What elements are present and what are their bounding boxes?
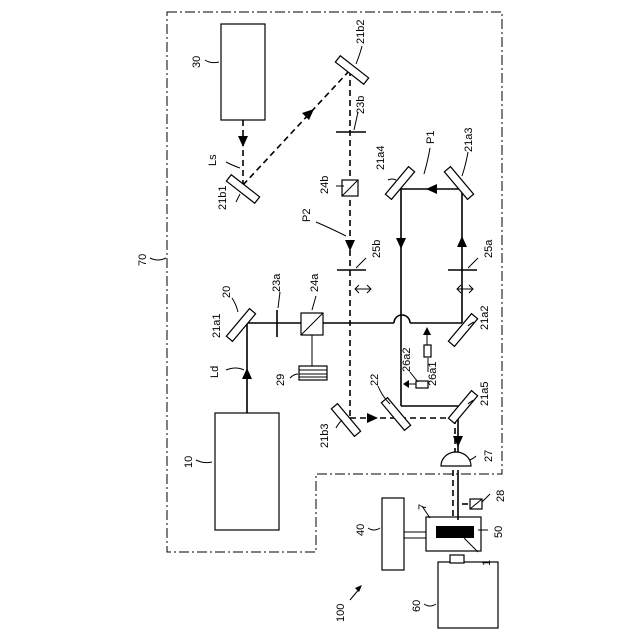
label-21b3: 21b3	[319, 424, 331, 448]
label-23b: 23b	[355, 96, 367, 114]
mirror-21a5	[448, 391, 477, 424]
leader-21b2	[356, 46, 362, 64]
label-21b2: 21b2	[355, 20, 367, 44]
mirror-20	[226, 309, 255, 342]
label-27: 27	[483, 450, 495, 462]
label-70: 70	[137, 254, 149, 266]
label-50: 50	[493, 526, 505, 538]
label-p2: P2	[301, 209, 313, 222]
beam-p1-arrow-down	[396, 238, 406, 249]
leader-26a2	[410, 372, 418, 382]
label-7: 7	[417, 504, 429, 510]
beam-p1-arrow-left	[426, 184, 437, 194]
leader-10	[196, 460, 212, 463]
det-26a1	[424, 345, 431, 357]
label-21a3: 21a3	[463, 128, 475, 152]
label-100: 100	[335, 604, 347, 622]
leader-60	[424, 604, 436, 606]
label-30: 30	[191, 56, 203, 68]
leader-30	[205, 60, 219, 63]
leader-21a4	[388, 179, 396, 180]
mirror-21b3	[331, 404, 360, 437]
beam-ls-diag-arrow	[302, 109, 314, 120]
mirror-21b1	[226, 175, 259, 203]
label-p1: P1	[425, 131, 437, 144]
label-28: 28	[495, 490, 507, 502]
beam-p1-arrow-up	[457, 236, 467, 247]
leader-28	[482, 494, 490, 502]
label-26a2: 26a2	[401, 348, 413, 372]
lens-27	[441, 452, 471, 466]
leader-p1	[424, 148, 430, 174]
leader-20	[232, 298, 238, 312]
leader-70	[150, 258, 166, 260]
beam-splitter-22	[381, 398, 410, 431]
source-30	[221, 24, 265, 120]
mirror-21a2	[448, 314, 477, 347]
laser-source-10	[215, 413, 279, 530]
sample-50	[436, 526, 474, 538]
det-26a2-arrow	[403, 380, 409, 388]
damper-29	[299, 366, 327, 380]
beam-ls-arrow	[238, 136, 248, 147]
mirror-21a3	[444, 167, 473, 200]
leader-23a	[278, 292, 280, 308]
device-40	[382, 498, 404, 570]
leader-25a	[468, 258, 478, 268]
label-23a: 23a	[271, 273, 283, 292]
beam-p2-arrow-right	[367, 413, 378, 423]
label-24b: 24b	[319, 176, 331, 194]
leader-27	[470, 456, 476, 460]
label-21a2: 21a2	[479, 306, 491, 330]
leader-100-arrow	[355, 585, 362, 592]
leader-ls	[226, 162, 240, 168]
label-1: 1	[481, 560, 493, 566]
label-60: 60	[411, 600, 423, 612]
label-20: 20	[221, 286, 233, 298]
leader-21a3	[462, 152, 468, 176]
camera-60-connector	[450, 555, 464, 563]
leader-29	[290, 374, 298, 378]
mirror-21a4	[385, 167, 414, 200]
camera-60	[438, 562, 498, 628]
label-26a1: 26a1	[427, 362, 439, 386]
label-21b1: 21b1	[217, 186, 229, 210]
label-22: 22	[369, 374, 381, 386]
label-25b: 25b	[371, 240, 383, 258]
label-ls: Ls	[207, 154, 219, 166]
beam-p2-arrow	[345, 240, 355, 251]
beam-crossover-bump	[394, 315, 410, 323]
label-24a: 24a	[309, 273, 321, 292]
label-21a5: 21a5	[479, 382, 491, 406]
leader-p2	[316, 222, 346, 236]
label-29: 29	[275, 374, 287, 386]
det-26a1-arrow	[423, 327, 431, 335]
label-10: 10	[183, 456, 195, 468]
leader-24a	[312, 296, 316, 310]
leader-21b1	[236, 194, 240, 202]
leader-21b3	[336, 420, 342, 428]
leader-25b	[356, 258, 366, 268]
label-40: 40	[355, 524, 367, 536]
label-21a4: 21a4	[375, 146, 387, 170]
label-ld: Ld	[209, 366, 221, 378]
leader-ld	[226, 368, 244, 370]
label-21a1: 21a1	[211, 314, 223, 338]
leader-40	[368, 528, 380, 530]
label-25a: 25a	[483, 239, 495, 258]
